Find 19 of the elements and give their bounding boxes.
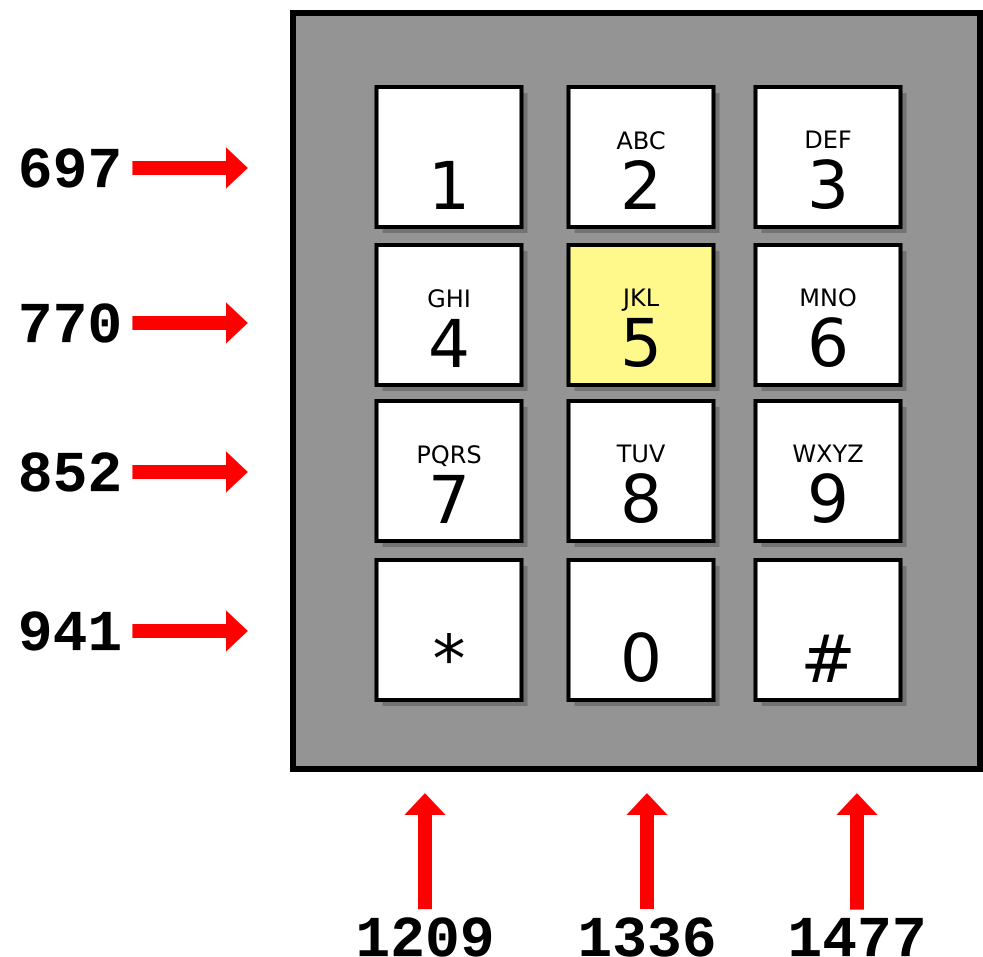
frequency-label: 852 xyxy=(20,452,119,492)
key-button: GHI 4 xyxy=(374,242,528,391)
frequency-label: 1477 xyxy=(791,918,923,956)
frequency-label: 1336 xyxy=(581,917,714,957)
key-button: MNO 6 xyxy=(754,242,906,391)
key-button: PQRS 7 xyxy=(374,398,528,547)
key-button: # xyxy=(754,558,906,706)
key-button: TUV 8 xyxy=(566,398,720,547)
key-button: 0 xyxy=(566,558,720,706)
key-button: WXYZ 9 xyxy=(754,398,906,547)
frequency-label: 770 xyxy=(22,303,119,343)
frequency-label: 697 xyxy=(21,148,118,188)
key-button: ABC 2 xyxy=(566,84,720,233)
key-button: JKL 5 xyxy=(566,242,720,391)
frequency-label: 1209 xyxy=(359,917,492,957)
key-button: * xyxy=(374,558,528,706)
key-button: DEF 3 xyxy=(754,84,906,233)
frequency-label: 941 xyxy=(21,611,120,651)
key-button: 1 xyxy=(374,84,528,233)
